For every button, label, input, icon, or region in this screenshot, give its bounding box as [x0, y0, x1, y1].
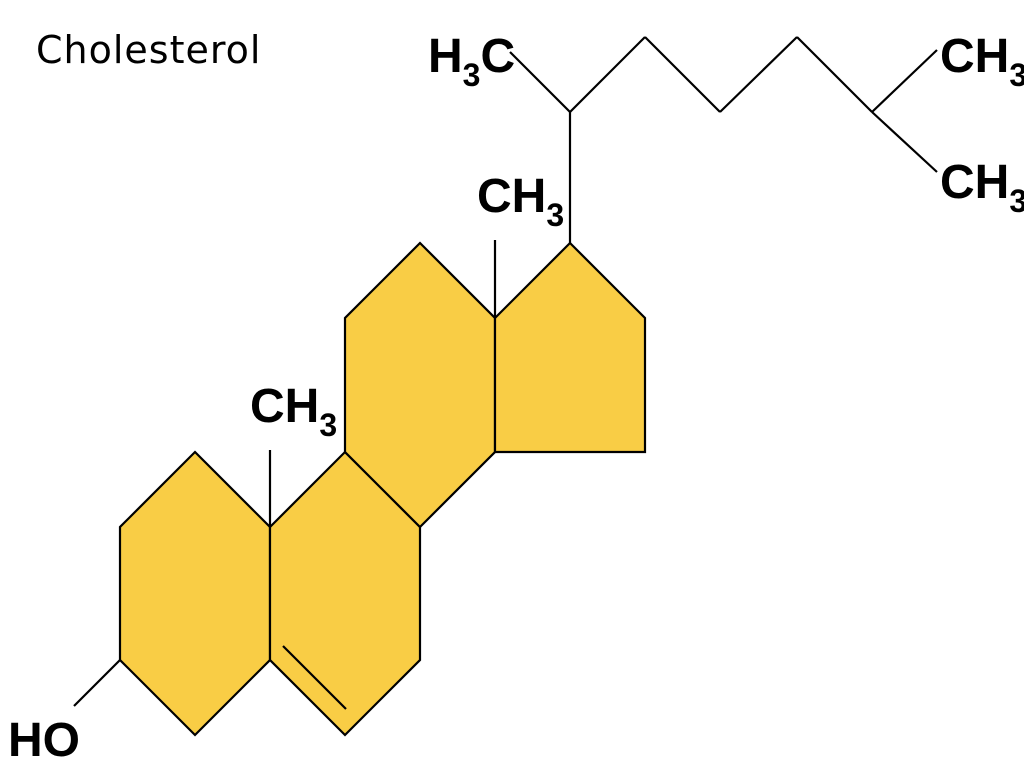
- ring-d: [493, 241, 647, 454]
- hydroxyl-label: HO: [8, 714, 80, 767]
- bond-c20-c22: [569, 36, 646, 113]
- methyl-label-c26: CH3: [940, 30, 1024, 93]
- bond-c22-c23: [644, 36, 721, 113]
- bond-c25-c26: [871, 49, 938, 113]
- bond-c20-c21: [509, 51, 571, 113]
- page-title: Cholesterol: [36, 28, 262, 72]
- methyl-label-c19: CH3: [250, 380, 337, 443]
- bond-c23-c24: [719, 36, 798, 113]
- bond-c3-hydroxyl: [73, 659, 121, 707]
- double-bond-c5-c6: [282, 645, 347, 710]
- bond-c24-c25: [796, 36, 873, 113]
- methyl-label-c21: H3C: [428, 30, 515, 93]
- ring-a: [118, 450, 272, 737]
- methyl-label-c27: CH3: [940, 156, 1024, 219]
- bond-c25-c27: [871, 111, 938, 173]
- methyl-label-c18: CH3: [477, 170, 564, 233]
